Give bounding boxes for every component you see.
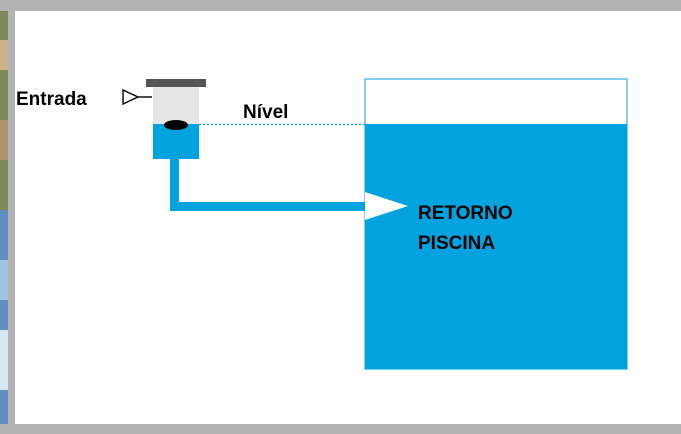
level-container — [146, 79, 206, 159]
return-arrow-icon — [365, 192, 408, 220]
pool-tank — [364, 78, 628, 370]
level-label: Nível — [243, 102, 288, 123]
container-lid — [146, 79, 206, 87]
float-icon — [164, 120, 188, 130]
inlet-label: Entrada — [16, 89, 87, 110]
pool-water — [365, 124, 627, 369]
return-label-line1: RETORNO — [418, 203, 513, 224]
return-pipe — [170, 158, 408, 220]
inlet-arrow-icon — [122, 88, 152, 106]
return-label-line2: PISCINA — [418, 233, 495, 254]
